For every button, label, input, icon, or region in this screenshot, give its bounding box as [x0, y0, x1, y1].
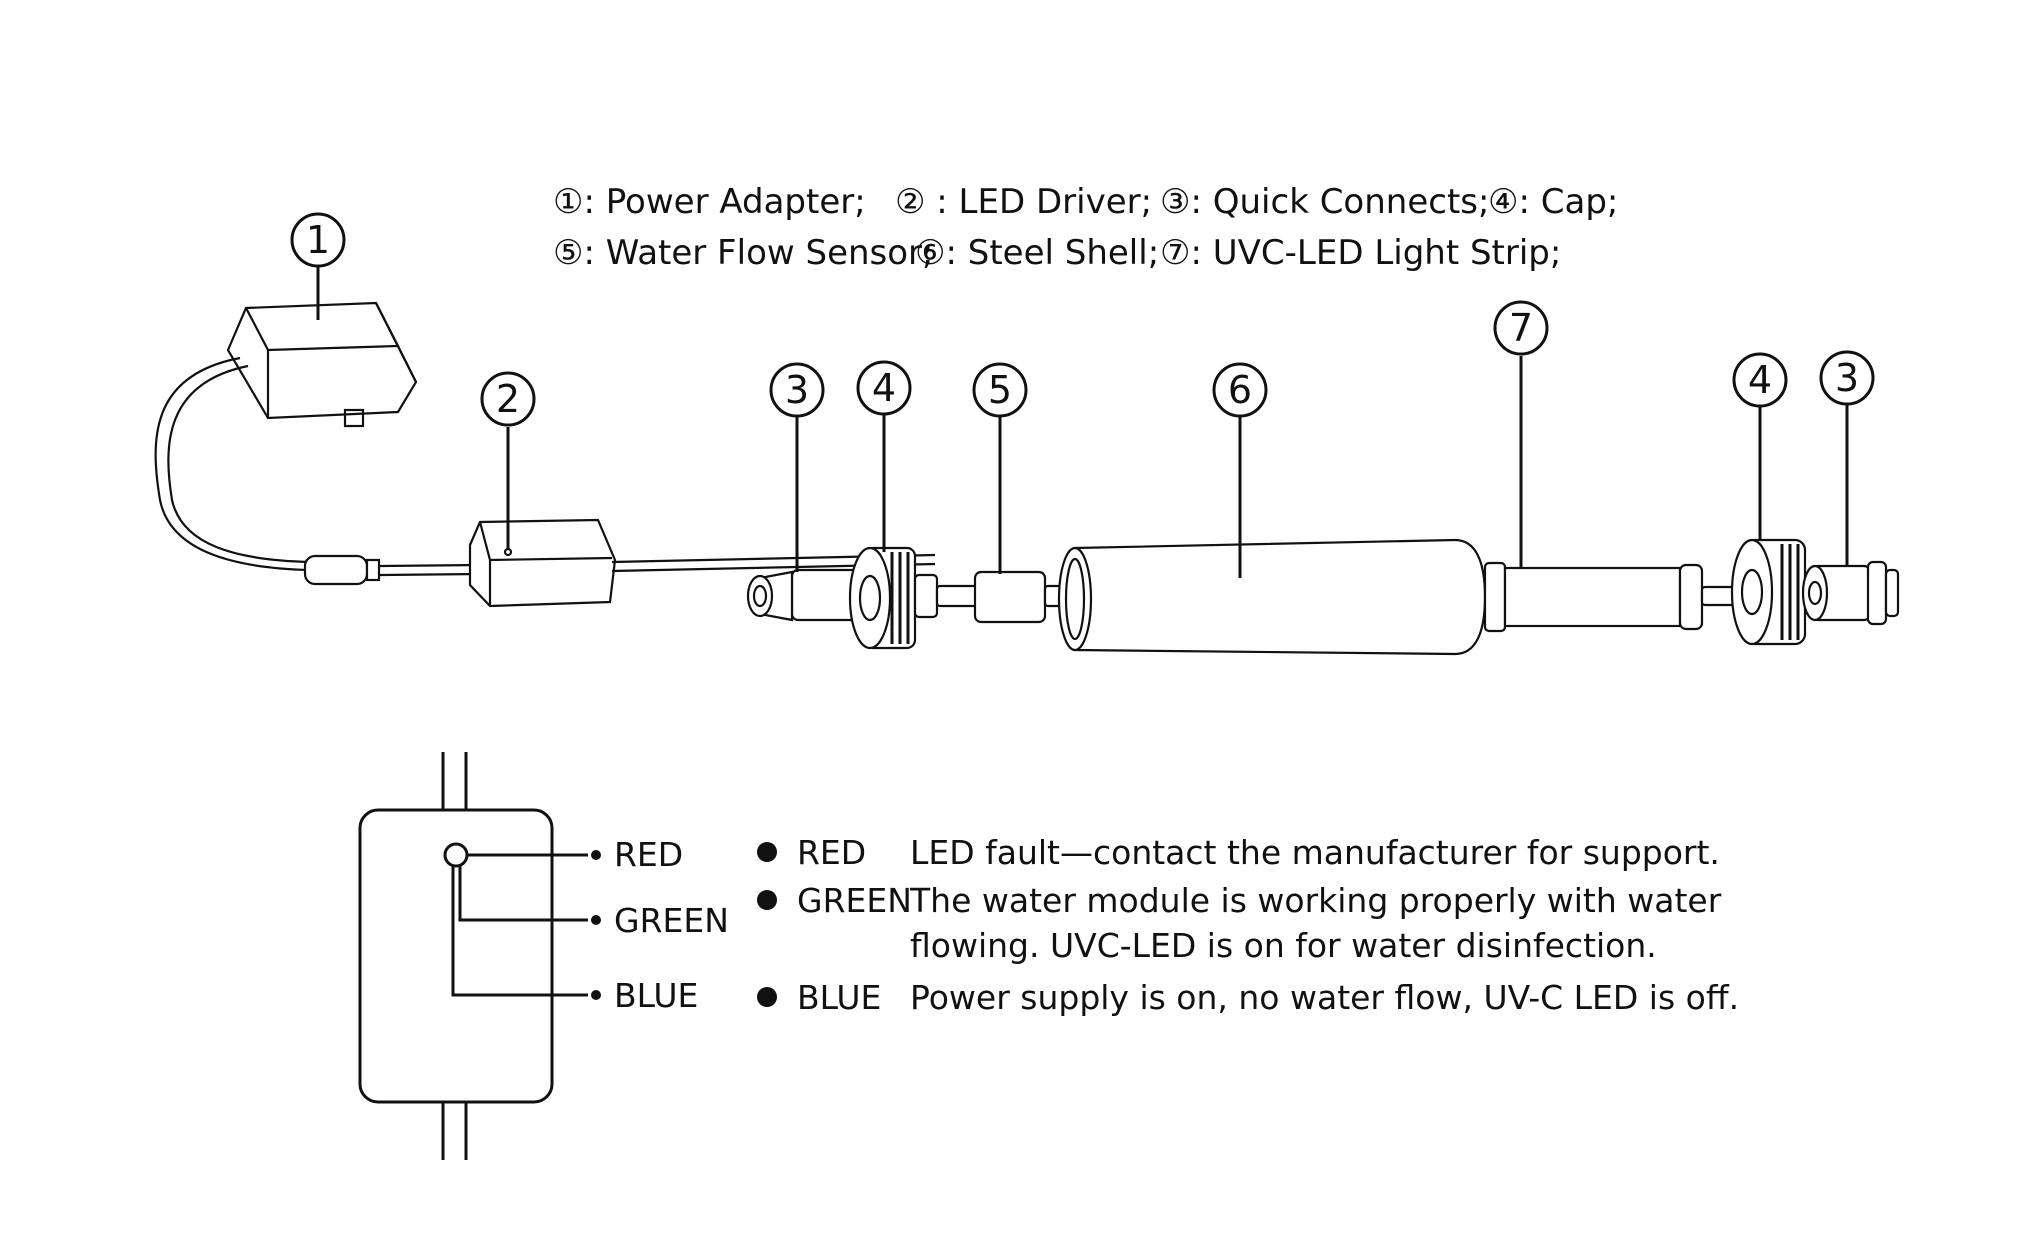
legend-item-led-driver: ② : LED Driver;: [895, 182, 1152, 222]
indicator-label-red: RED: [614, 835, 683, 874]
quick-connect-right: [1801, 560, 1900, 626]
svg-text:4: 4: [872, 366, 896, 410]
steel-shell: [1057, 538, 1487, 656]
svg-text:1: 1: [306, 218, 330, 262]
status-color-red: RED: [797, 833, 866, 872]
driver-box: [358, 808, 554, 1104]
callout-3-right: 3: [1819, 350, 1875, 406]
svg-text:2: 2: [496, 377, 520, 421]
legend-item-steel-shell: ⑥: Steel Shell;: [915, 233, 1159, 273]
svg-text:3: 3: [1835, 356, 1859, 400]
quick-connect-left: [746, 568, 864, 622]
status-text-red: LED fault—contact the manufacturer for s…: [910, 833, 1720, 872]
svg-text:3: 3: [785, 368, 809, 412]
uvc-led-strip: [1483, 561, 1752, 633]
indicator-label-blue: BLUE: [614, 976, 698, 1015]
callout-6: 6: [1212, 362, 1268, 418]
green-lead-dot: [591, 915, 601, 925]
status-table: RED LED fault—contact the manufacturer f…: [757, 833, 1739, 1017]
callout-2: 2: [480, 371, 536, 427]
water-flow-sensor: [935, 570, 1087, 624]
status-bullet-red: [757, 842, 777, 862]
legend-item-uvc-led-strip: ⑦: UVC-LED Light Strip;: [1160, 233, 1561, 273]
indicator-detail: RED GREEN BLUE: [358, 752, 729, 1160]
leader-lines: [316, 267, 1849, 578]
callout-3-left: 3: [769, 362, 825, 418]
callout-7: 7: [1493, 300, 1549, 356]
led-driver: [468, 518, 936, 608]
callout-4-right: 4: [1732, 352, 1788, 408]
status-color-green: GREEN: [797, 881, 912, 920]
blue-lead-dot: [591, 990, 601, 1000]
callout-1: 1: [290, 212, 346, 268]
indicator-led: [443, 842, 469, 868]
status-text-green-line1: The water module is working properly wit…: [909, 881, 1722, 920]
cap-right: [1730, 538, 1807, 646]
status-bullet-blue: [757, 987, 777, 1007]
legend-item-quick-connects: ③: Quick Connects;: [1160, 182, 1489, 222]
red-lead-dot: [591, 850, 601, 860]
indicator-label-green: GREEN: [614, 901, 729, 940]
status-color-blue: BLUE: [797, 978, 881, 1017]
callout-5: 5: [972, 362, 1028, 418]
svg-text:6: 6: [1228, 368, 1252, 412]
cap-left: [848, 546, 939, 650]
legend: ①: Power Adapter; ② : LED Driver; ③: Qui…: [553, 182, 1618, 273]
callouts: 1 2 3 4 5 6 7 4 3: [290, 212, 1875, 427]
svg-text:4: 4: [1748, 358, 1772, 402]
power-adapter: [154, 301, 418, 572]
svg-text:7: 7: [1509, 306, 1533, 350]
legend-item-cap: ④: Cap;: [1488, 182, 1618, 222]
legend-item-power-adapter: ①: Power Adapter;: [553, 182, 866, 222]
status-text-green-line2: flowing. UVC-LED is on for water disinfe…: [910, 926, 1657, 965]
status-bullet-green: [757, 890, 777, 910]
status-text-blue: Power supply is on, no water flow, UV-C …: [910, 978, 1739, 1017]
power-cable: [303, 554, 481, 586]
legend-item-water-flow-sensor: ⑤: Water Flow Sensor;: [553, 233, 933, 273]
callout-4-left: 4: [856, 360, 912, 416]
svg-text:5: 5: [988, 368, 1012, 412]
